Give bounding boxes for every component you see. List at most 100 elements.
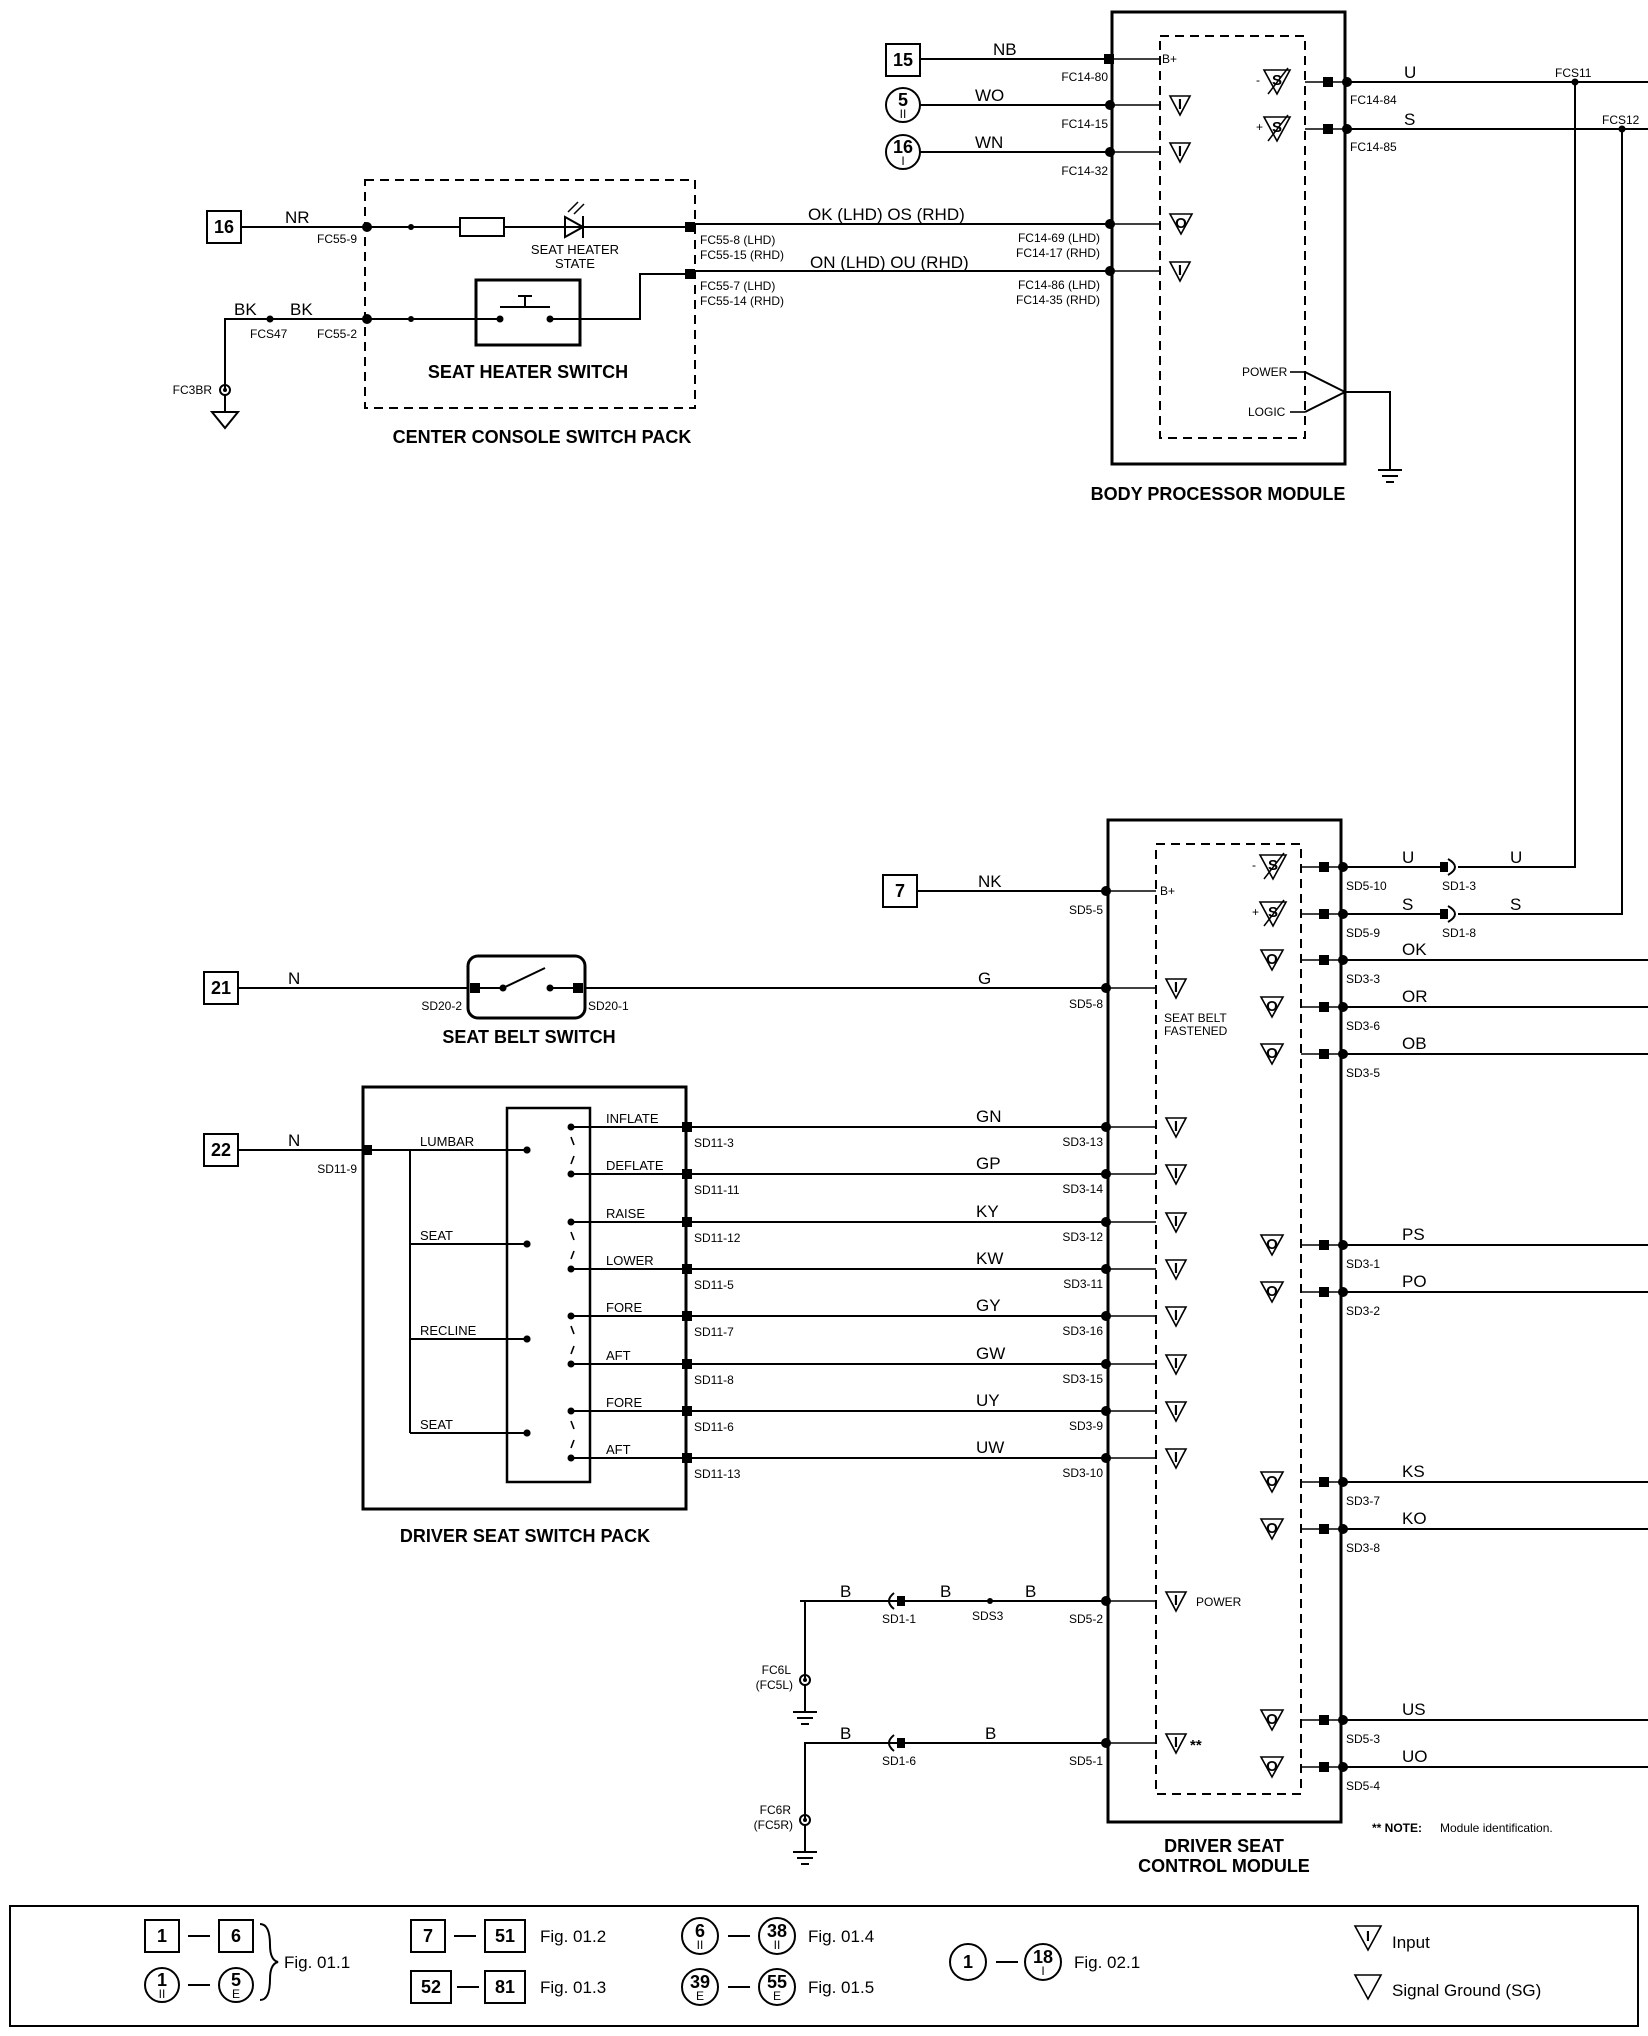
- wire-color-label: KW: [976, 1249, 1003, 1268]
- input-symbol-icon: [1168, 142, 1192, 164]
- pin-fc14-85: [1323, 124, 1333, 134]
- driver-seat-switch-pack: DRIVER SEAT SWITCH PACK 22 N SD11-9 LUMB…: [203, 1085, 1188, 1546]
- wire-color-label: KS: [1402, 1462, 1425, 1481]
- wire-s-link-label: S: [1510, 895, 1521, 914]
- wire-b-label-1: B: [1025, 1582, 1036, 1601]
- pin-sd3-13: [1101, 1122, 1111, 1132]
- pin-fc55-2-label: FC55-2: [317, 327, 357, 341]
- dscm-pin-label: SD3-15: [1062, 1372, 1103, 1386]
- input-symbol-icon: [1164, 1259, 1188, 1281]
- legend-ref-circle: [218, 1967, 254, 2003]
- output-symbol-icon: [1259, 1709, 1285, 1732]
- wire-color-label: KY: [976, 1202, 999, 1221]
- seat-label-2: SEAT: [420, 1417, 453, 1432]
- pin-sd11-5: [682, 1264, 692, 1274]
- console-title: CENTER CONSOLE SWITCH PACK: [393, 427, 692, 447]
- rocker-switch-icon: [570, 1420, 575, 1430]
- input-symbol-label: I: [1174, 1213, 1178, 1230]
- pin-sd3-2: [1319, 1287, 1329, 1297]
- switch-pivot: [523, 1429, 531, 1437]
- legend-fig2: Fig. 01.2: [540, 1927, 606, 1946]
- rocker-switch-icon: [570, 1345, 575, 1355]
- wire-b-ground-1: [804, 1600, 890, 1680]
- ref-box-22: [203, 1133, 239, 1167]
- switch-position-label: AFT: [606, 1442, 631, 1457]
- switch-position-label: FORE: [606, 1300, 642, 1315]
- bpm-ground-join: [1304, 371, 1348, 413]
- input-symbol-label: I: [1178, 143, 1182, 160]
- dscm-outline: [1106, 818, 1343, 1824]
- serial-symbol-label: S: [1268, 857, 1278, 874]
- pin-fc14-84: [1323, 77, 1333, 87]
- ground-eyelet-center: [223, 388, 227, 392]
- switch-pack-outline: [361, 1085, 688, 1511]
- legend-d1: 52: [421, 1977, 441, 1997]
- pin-sd5-9-label: SD5-9: [1346, 926, 1380, 940]
- switch-position-label: AFT: [606, 1348, 631, 1363]
- dscm-pin-label: SD3-8: [1346, 1541, 1380, 1555]
- switch-position-label: RAISE: [606, 1206, 645, 1221]
- pin-sd20-1-label: SD20-1: [588, 999, 629, 1013]
- heater-state-label: SEAT HEATER: [531, 242, 619, 257]
- ref-16-sub: I: [901, 154, 904, 168]
- resistor-icon: [459, 217, 505, 237]
- pin-fc14-17-label: FC14-17 (RHD): [1016, 246, 1100, 260]
- bpm-title: BODY PROCESSOR MODULE: [1091, 484, 1346, 504]
- bpm-minus-label: -: [1256, 73, 1260, 87]
- output-symbol-label: O: [1266, 1758, 1278, 1775]
- note-text: Module identification.: [1440, 1821, 1553, 1835]
- pin-sd5-10-label: SD5-10: [1346, 879, 1387, 893]
- rocker-switch-icon: [570, 1325, 575, 1335]
- serial-slash: [1263, 852, 1285, 880]
- legend-ref-box: [410, 1970, 452, 2004]
- pin-sd11-13: [682, 1453, 692, 1463]
- ground-eyelet-center: [803, 1818, 807, 1822]
- console-dashed-outline: [364, 179, 696, 409]
- ref-7-label: 7: [895, 881, 905, 901]
- rocker-switch-icon: [570, 1136, 575, 1146]
- pin-sd11-9-label: SD11-9: [317, 1162, 357, 1176]
- legend-fig5: Fig. 01.5: [808, 1978, 874, 1997]
- pin-sd5-5-label: SD5-5: [1069, 903, 1103, 917]
- pin-sd3-5: [1319, 1049, 1329, 1059]
- signal-ground-icon: [209, 411, 241, 430]
- switch-pin-label: SD11-12: [694, 1231, 741, 1245]
- output-symbol-label: O: [1266, 1283, 1278, 1300]
- center-console-switch-pack: CENTER CONSOLE SWITCH PACK 16 NR FC55-9 …: [173, 179, 1112, 447]
- input-symbol-icon: [1164, 1164, 1188, 1186]
- ground-fc6r-label: FC6R: [760, 1803, 792, 1817]
- switch-rows: INFLATESD11-3GNSD3-13IDEFLATESD11-11GPSD…: [523, 1107, 1188, 1481]
- pin-fc55-7-label: FC55-7 (LHD): [700, 279, 775, 293]
- led-ray: [573, 203, 585, 215]
- switch-position-label: DEFLATE: [606, 1158, 664, 1173]
- ref-16b-label: 16: [214, 217, 234, 237]
- pin-fc55-9: [362, 222, 372, 232]
- switch-position-label: INFLATE: [606, 1111, 659, 1126]
- wire-u-dscm-label: U: [1402, 848, 1414, 867]
- wire-bk-label-1: BK: [234, 300, 257, 319]
- seat-heater-switch-title: SEAT HEATER SWITCH: [428, 362, 628, 382]
- wire-bk-label-2: BK: [290, 300, 313, 319]
- serial-slash: [1267, 114, 1289, 142]
- bpm-power-label: POWER: [1242, 365, 1288, 379]
- input-symbol-label: I: [1178, 96, 1182, 113]
- input-symbol-icon: [1164, 1591, 1188, 1613]
- legend-ref-box: [410, 1919, 446, 1953]
- wire-bk-ground: [224, 318, 367, 390]
- pin-sd3-14: [1101, 1169, 1111, 1179]
- pin-sd11-7: [682, 1311, 692, 1321]
- legend-input-label: Input: [1392, 1933, 1430, 1952]
- wire-color-label: GN: [976, 1107, 1002, 1126]
- serial-symbol-label: S: [1268, 904, 1278, 921]
- serial-symbol-icon: [1258, 854, 1288, 881]
- input-symbol-icon: [1164, 1401, 1188, 1423]
- bpm-plus-label: +: [1256, 120, 1263, 134]
- wire-nr-label: NR: [285, 208, 310, 227]
- wire-u-link: [1458, 82, 1576, 868]
- output-symbol-label: O: [1175, 215, 1187, 232]
- seat-belt-switch-title: SEAT BELT SWITCH: [442, 1027, 615, 1047]
- dscm-inner-dashed: [1155, 843, 1302, 1795]
- wire-s-label: S: [1404, 110, 1415, 129]
- pin-fc14-84-label: FC14-84: [1350, 93, 1397, 107]
- pin-sd11-6: [682, 1406, 692, 1416]
